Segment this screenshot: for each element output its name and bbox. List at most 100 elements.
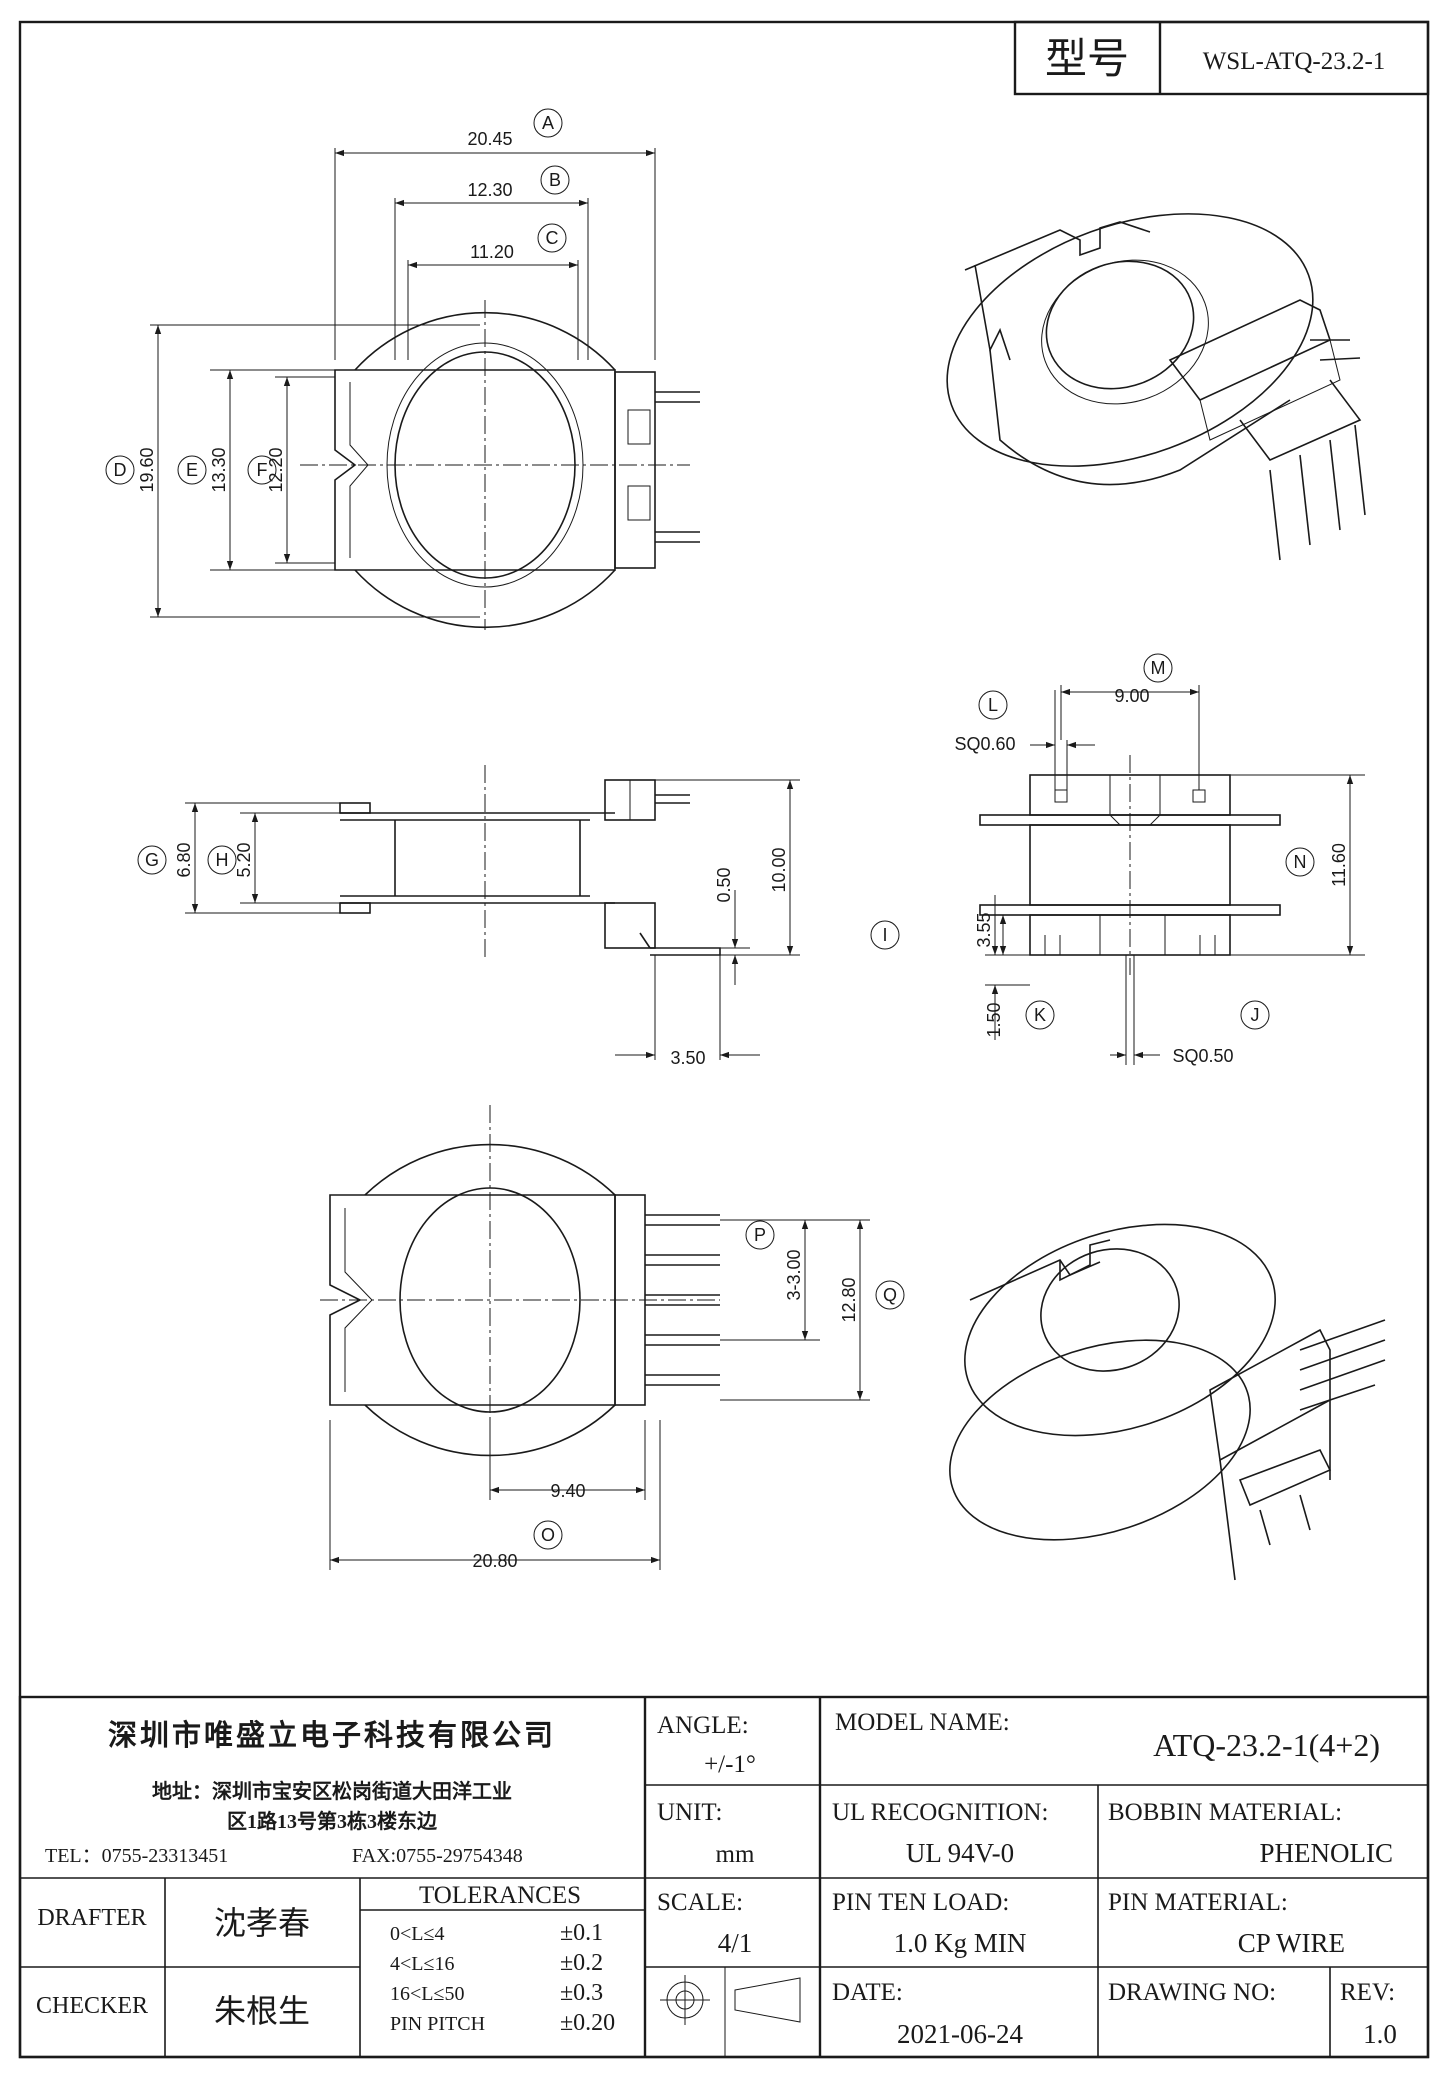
unit-value: mm — [716, 1841, 755, 1868]
ul-value: UL 94V-0 — [906, 1838, 1014, 1868]
dim-h-value: 5.20 — [234, 842, 254, 877]
top-view-dims: 20.45 12.30 11.20 19.60 13.30 12.20 — [137, 129, 656, 618]
dimension-markers: A B C D E F G H I J K L M N O P Q — [105, 108, 1315, 1550]
marker-n: N — [1285, 847, 1315, 877]
drawing-no-label: DRAWING NO: — [1108, 1979, 1276, 2006]
marker-q: Q — [875, 1280, 905, 1310]
projection-symbol-icon — [660, 1975, 801, 2025]
iso-view-top — [946, 213, 1366, 561]
type-header: 型号 WSL-ATQ-23.2-1 — [1013, 20, 1430, 96]
tolerance-range-1: 0<L≤4 — [390, 1923, 444, 1945]
svg-text:B: B — [549, 170, 561, 190]
rev-label: REV: — [1340, 1979, 1395, 2006]
tel: TEL：0755-23313451 — [45, 1845, 228, 1867]
type-value: WSL-ATQ-23.2-1 — [1203, 48, 1386, 75]
tolerance-value-2: ±0.2 — [560, 1950, 603, 1976]
marker-m: M — [1143, 653, 1173, 683]
scale-label: SCALE: — [657, 1889, 743, 1916]
dim-k-value: 1.50 — [984, 1002, 1004, 1037]
address-line-1: 地址：深圳市宝安区松岗街道大田洋工业 — [152, 1779, 512, 1803]
pin-material-value: CP WIRE — [1238, 1928, 1345, 1958]
tolerance-range-3: 16<L≤50 — [390, 1983, 464, 2005]
marker-a: A — [533, 108, 563, 138]
tolerance-value-4: ±0.20 — [560, 2010, 615, 2036]
svg-text:C: C — [546, 228, 559, 248]
drafter-value: 沈孝春 — [214, 1905, 310, 1941]
tolerances-label: TOLERANCES — [419, 1882, 581, 1909]
marker-i: I — [870, 920, 900, 950]
dim-o-value: 20.80 — [472, 1551, 517, 1571]
dim-pin-dist-value: 0.50 — [714, 867, 734, 902]
dim-m-value: 9.00 — [1114, 686, 1149, 706]
svg-text:F: F — [257, 460, 268, 480]
dim-b-value: 12.30 — [467, 180, 512, 200]
date-value: 2021-06-24 — [897, 2019, 1023, 2049]
marker-p: P — [745, 1220, 775, 1250]
side-view-dims: 6.80 5.20 10.00 0.50 3.50 — [174, 779, 800, 1068]
marker-h: H — [207, 845, 237, 875]
svg-text:N: N — [1294, 852, 1307, 872]
bottom-view-dims: 12.80 3-3.00 9.40 20.80 — [329, 1219, 870, 1571]
dim-q-value: 12.80 — [839, 1277, 859, 1322]
marker-o: O — [533, 1520, 563, 1550]
dim-pin-ext-value: 3.50 — [670, 1048, 705, 1068]
side-view — [339, 765, 721, 960]
checker-label: CHECKER — [36, 1993, 148, 2019]
address-line-2: 区1路13号第3栋3楼东边 — [227, 1809, 438, 1833]
marker-e: E — [177, 455, 207, 485]
dim-pin-pos-value: 9.40 — [550, 1481, 585, 1501]
dim-c-value: 11.20 — [470, 242, 514, 262]
top-view — [300, 300, 700, 630]
bobbin-value: PHENOLIC — [1260, 1838, 1394, 1868]
date-label: DATE: — [832, 1979, 903, 2006]
drafter-label: DRAFTER — [37, 1905, 146, 1931]
tolerance-range-2: 4<L≤16 — [390, 1953, 454, 1975]
pin-material-label: PIN MATERIAL: — [1108, 1889, 1288, 1916]
scale-value: 4/1 — [718, 1928, 753, 1958]
svg-text:Q: Q — [883, 1285, 897, 1305]
svg-text:D: D — [114, 460, 127, 480]
type-label: 型号 — [1045, 37, 1129, 83]
marker-c: C — [537, 223, 567, 253]
company-name: 深圳市唯盛立电子科技有限公司 — [108, 1718, 556, 1752]
pin-load-label: PIN TEN LOAD: — [832, 1889, 1009, 1916]
marker-j: J — [1240, 1000, 1270, 1030]
dim-g-value: 6.80 — [174, 842, 194, 877]
svg-text:K: K — [1034, 1005, 1046, 1025]
dim-p-value: 3-3.00 — [784, 1249, 804, 1300]
dim-i-value: 3.55 — [974, 912, 994, 947]
bobbin-label: BOBBIN MATERIAL: — [1108, 1799, 1342, 1826]
dim-l-value: SQ0.60 — [954, 734, 1015, 754]
marker-l: L — [978, 690, 1008, 720]
rev-value: 1.0 — [1363, 2019, 1397, 2049]
ul-label: UL RECOGNITION: — [832, 1799, 1048, 1826]
iso-view-bottom — [949, 1223, 1386, 1581]
svg-text:I: I — [882, 925, 887, 945]
front-view — [979, 755, 1281, 1065]
svg-text:A: A — [542, 113, 554, 133]
marker-k: K — [1025, 1000, 1055, 1030]
marker-b: B — [540, 165, 570, 195]
title-block: 深圳市唯盛立电子科技有限公司 地址：深圳市宝安区松岗街道大田洋工业 区1路13号… — [18, 1695, 1430, 2059]
svg-text:O: O — [541, 1525, 555, 1545]
angle-value: +/-1° — [704, 1751, 756, 1778]
svg-text:L: L — [988, 695, 998, 715]
marker-f: F — [247, 455, 277, 485]
dim-d-value: 19.60 — [137, 447, 157, 492]
svg-text:P: P — [754, 1225, 766, 1245]
svg-text:J: J — [1251, 1005, 1260, 1025]
tolerance-range-4: PIN PITCH — [390, 2013, 485, 2035]
marker-g: G — [137, 845, 167, 875]
dim-j-value: SQ0.50 — [1172, 1046, 1233, 1066]
svg-text:H: H — [216, 850, 229, 870]
dim-n-value: 11.60 — [1329, 843, 1349, 887]
dim-a-value: 20.45 — [467, 129, 512, 149]
model-label: MODEL NAME: — [835, 1709, 1010, 1736]
model-value: ATQ-23.2-1(4+2) — [1153, 1727, 1380, 1763]
fax: FAX:0755-29754348 — [352, 1845, 523, 1867]
angle-label: ANGLE: — [657, 1712, 749, 1739]
pin-load-value: 1.0 Kg MIN — [894, 1928, 1027, 1958]
svg-text:M: M — [1151, 658, 1166, 678]
front-view-dims: SQ0.60 9.00 11.60 3.55 1.50 SQ0.50 — [954, 685, 1365, 1066]
